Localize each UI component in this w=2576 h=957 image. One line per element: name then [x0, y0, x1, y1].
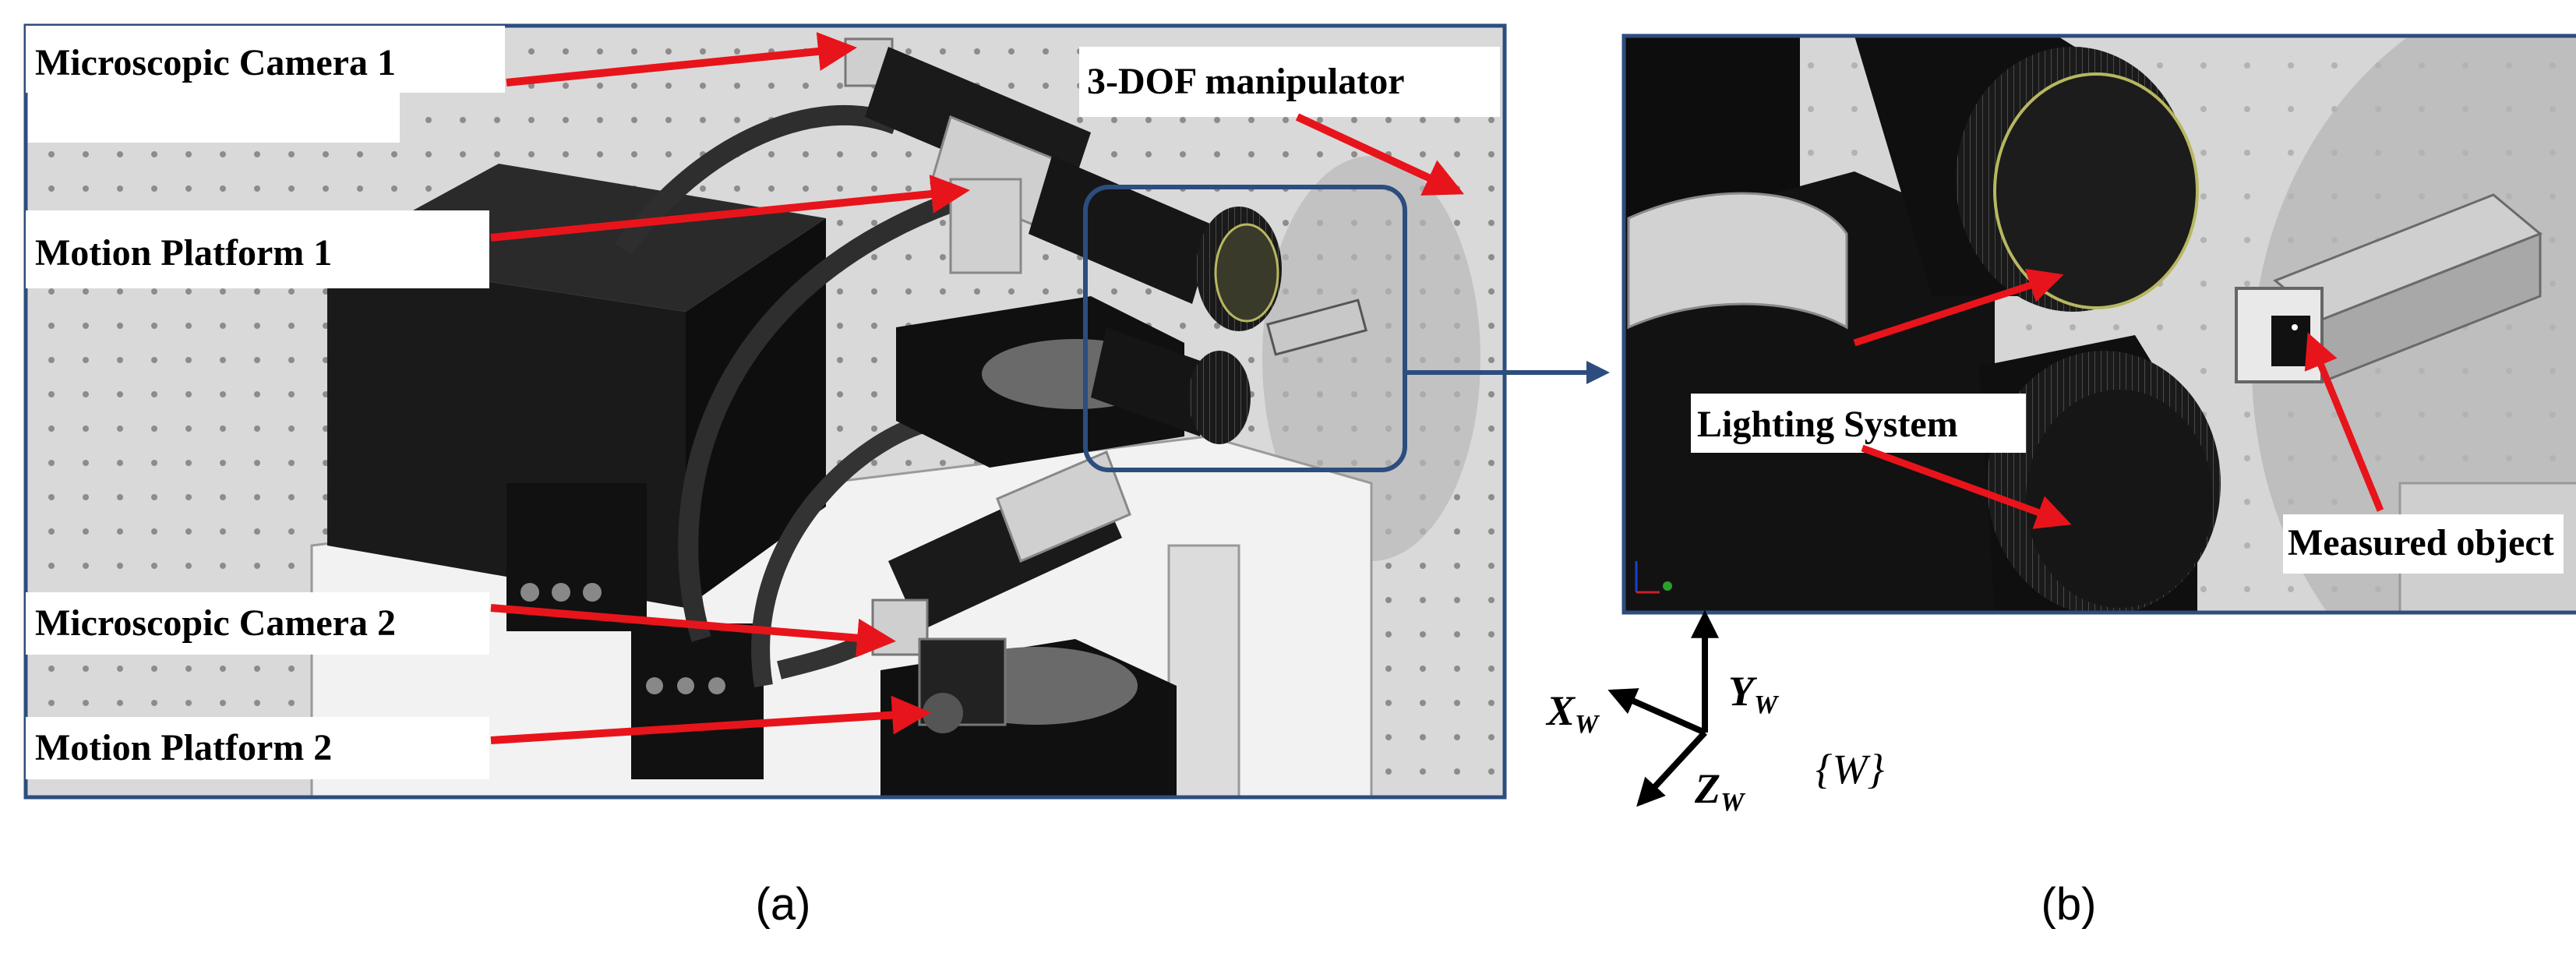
- frame-label: {W}: [1816, 746, 1885, 793]
- axis-z-arrow: [1636, 730, 1707, 807]
- label-platform2: Motion Platform 2: [35, 727, 332, 768]
- arrow-lighting-upper: [1853, 268, 2064, 347]
- arrow-platform1: [490, 175, 970, 242]
- axis-x-arrow: [1607, 688, 1706, 736]
- axis-z-label: ZW: [1694, 765, 1746, 817]
- arrow-measured: [2304, 332, 2384, 512]
- panel-a-border: [23, 23, 1507, 800]
- cable-2: [678, 192, 955, 642]
- panel-b: Lighting System Measured object: [1621, 34, 2576, 615]
- label-camera2: Microscopic Camera 2: [35, 602, 396, 644]
- caption-a: (a): [756, 879, 811, 930]
- zoom-lens-1: [1993, 72, 2199, 309]
- label-measured: Measured object: [2288, 522, 2554, 563]
- label-bg-lighting: [1691, 394, 2026, 453]
- label-bg-platform2: [26, 717, 489, 779]
- connector-box-1: [506, 483, 647, 631]
- measured-object: [2271, 316, 2310, 366]
- panel-a: Microscopic Camera 1 Motion Platform 1 3…: [23, 23, 1610, 800]
- label-bg-camera2: [26, 592, 489, 655]
- label-bg-measured: [2283, 514, 2564, 574]
- label-manipulator: 3-DOF manipulator: [1087, 61, 1405, 102]
- label-lighting: Lighting System: [1697, 404, 1958, 445]
- lighting-lens-1: [1214, 223, 1279, 323]
- label-camera1: Microscopic Camera 1: [35, 42, 396, 83]
- arrow-platform2: [490, 695, 931, 744]
- object-a: [1266, 298, 1367, 356]
- panel-b-border: [1621, 34, 2576, 615]
- caption-b: (b): [2041, 879, 2097, 930]
- lighting-ring-2: [1188, 351, 1251, 444]
- label-bg-camera1: [26, 26, 505, 93]
- support-leg: [1167, 544, 1240, 797]
- arrow-lighting-lower: [1861, 444, 2072, 529]
- zoom-curved-plate: [1627, 192, 1848, 330]
- camera1-tube: [1029, 156, 1216, 304]
- zoom-callout: [1083, 185, 1407, 472]
- label-platform1: Motion Platform 1: [35, 232, 332, 274]
- label-bg-manipulator: [1079, 47, 1500, 117]
- connector-box-2: [631, 623, 764, 779]
- axis-x-label: XW: [1545, 687, 1600, 739]
- panel-b-scene: [1624, 36, 2576, 613]
- label-bg-platform1: [26, 210, 489, 288]
- manipulator-disk: [1262, 156, 1480, 561]
- arrow-camera1: [506, 32, 857, 87]
- axis-y-label: YW: [1728, 668, 1780, 719]
- cable-1: [615, 104, 900, 256]
- panel-a-scene: [26, 26, 1505, 797]
- zoom-lens-2: [2026, 390, 2213, 608]
- arrow-camera2: [490, 604, 896, 658]
- lighting-tube-2: [1091, 327, 1216, 436]
- arrow-manipulator: [1295, 113, 1465, 196]
- zoom-structure-top: [1624, 36, 1800, 234]
- camera2-housing: [996, 450, 1131, 563]
- platform2-knob: [923, 693, 963, 733]
- world-frame: XW YW ZW {W}: [1545, 609, 1885, 817]
